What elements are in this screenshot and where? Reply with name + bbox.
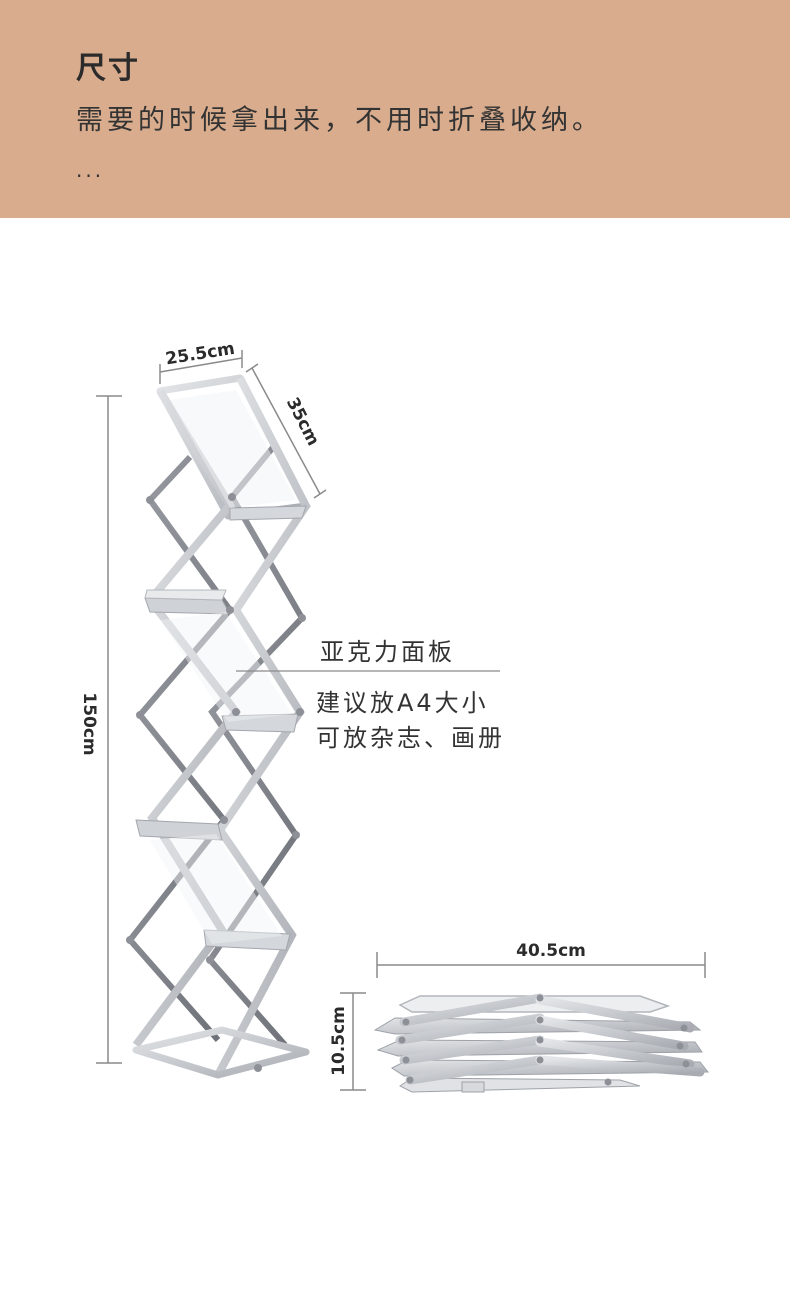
height-label: 150cm (79, 692, 99, 755)
folded-length-label: 40.5cm (516, 941, 586, 961)
depth-label: 35cm (282, 394, 323, 449)
section-title: 尺寸 (76, 51, 140, 86)
section-subtitle: 需要的时候拿出来，不用时折叠收纳。 (76, 105, 603, 136)
header-banner: 尺寸 需要的时候拿出来，不用时折叠收纳。 ... (0, 0, 790, 218)
capacity-label: 可放杂志、画册 (316, 724, 505, 752)
standing-rack (126, 374, 311, 1079)
ellipsis: ... (76, 158, 105, 182)
folded-height-label: 10.5cm (329, 1006, 349, 1076)
folded-rack (373, 993, 710, 1093)
size-suggestion-label: 建议放A4大小 (316, 689, 489, 717)
folded-length-dimension: 40.5cm (376, 941, 706, 978)
folded-height-dimension: 10.5cm (329, 992, 366, 1091)
product-illustration: 150cm 25.5cm 35cm (79, 339, 710, 1093)
height-dimension: 150cm (79, 395, 122, 1064)
acrylic-panel-label: 亚克力面板 (320, 638, 455, 666)
